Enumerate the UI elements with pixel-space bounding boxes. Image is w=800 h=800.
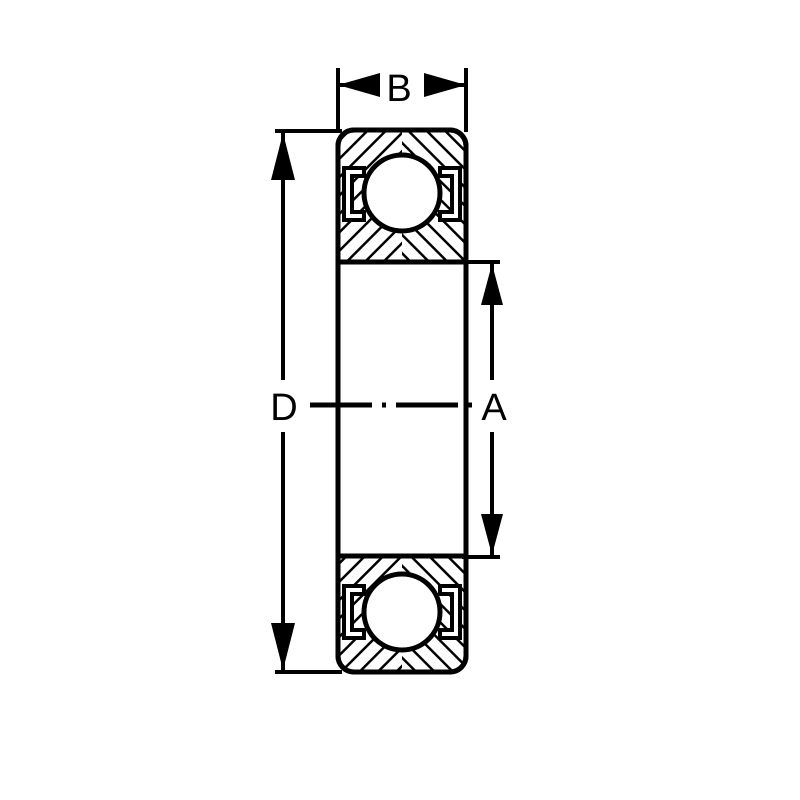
lower-left-seal-bracket bbox=[342, 584, 366, 640]
dimension-A-arrowhead-top bbox=[481, 264, 503, 305]
dimension-D-arrowhead-bottom bbox=[271, 623, 295, 670]
dimension-B: B bbox=[336, 63, 468, 132]
lower-race-outline bbox=[335, 553, 469, 675]
dimension-A-label: A bbox=[481, 387, 507, 429]
dimension-A-label-backdrop bbox=[472, 382, 514, 430]
dimension-A-arrowhead-bottom bbox=[481, 514, 503, 555]
lower-left-seal bbox=[342, 584, 366, 640]
upper-right-seal-bracket bbox=[438, 166, 462, 222]
dimension-B-label: B bbox=[386, 68, 411, 110]
lower-right-seal-bracket bbox=[438, 584, 462, 640]
dimension-D-label: D bbox=[270, 387, 297, 429]
dimension-B-arrowhead-right bbox=[424, 73, 466, 97]
lower-right-seal bbox=[438, 584, 462, 640]
dimension-D-label-backdrop bbox=[263, 382, 305, 430]
upper-left-seal-bracket bbox=[342, 166, 366, 222]
dimension-A: A bbox=[462, 260, 514, 559]
upper-ball bbox=[361, 152, 443, 234]
dimension-D-arrowhead-top bbox=[271, 133, 295, 180]
upper-right-seal bbox=[438, 166, 462, 222]
upper-left-seal bbox=[342, 166, 366, 222]
dimension-D: D bbox=[263, 129, 342, 674]
upper-race-outline bbox=[335, 127, 469, 265]
dimension-B-label-backdrop bbox=[381, 63, 417, 107]
dimension-B-arrowhead-left bbox=[338, 73, 380, 97]
axis-centerline bbox=[310, 385, 480, 425]
lower-ball bbox=[361, 571, 443, 653]
